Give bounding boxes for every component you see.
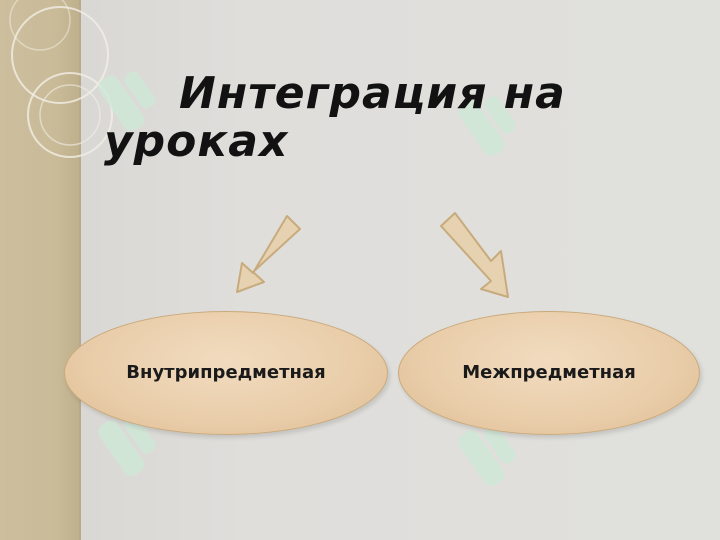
node-inter-subject: Межпредметная — [398, 311, 700, 435]
node-inter-subject-label: Межпредметная — [462, 362, 636, 383]
panel-divider — [79, 0, 81, 540]
node-intra-subject: Внутрипредметная — [64, 311, 388, 435]
arrow-right — [440, 212, 509, 298]
arrow-left — [236, 215, 301, 293]
left-decorative-panel — [0, 0, 80, 540]
slide-title: Интеграция на уроках — [104, 68, 566, 167]
node-intra-subject-label: Внутрипредметная — [126, 362, 326, 383]
